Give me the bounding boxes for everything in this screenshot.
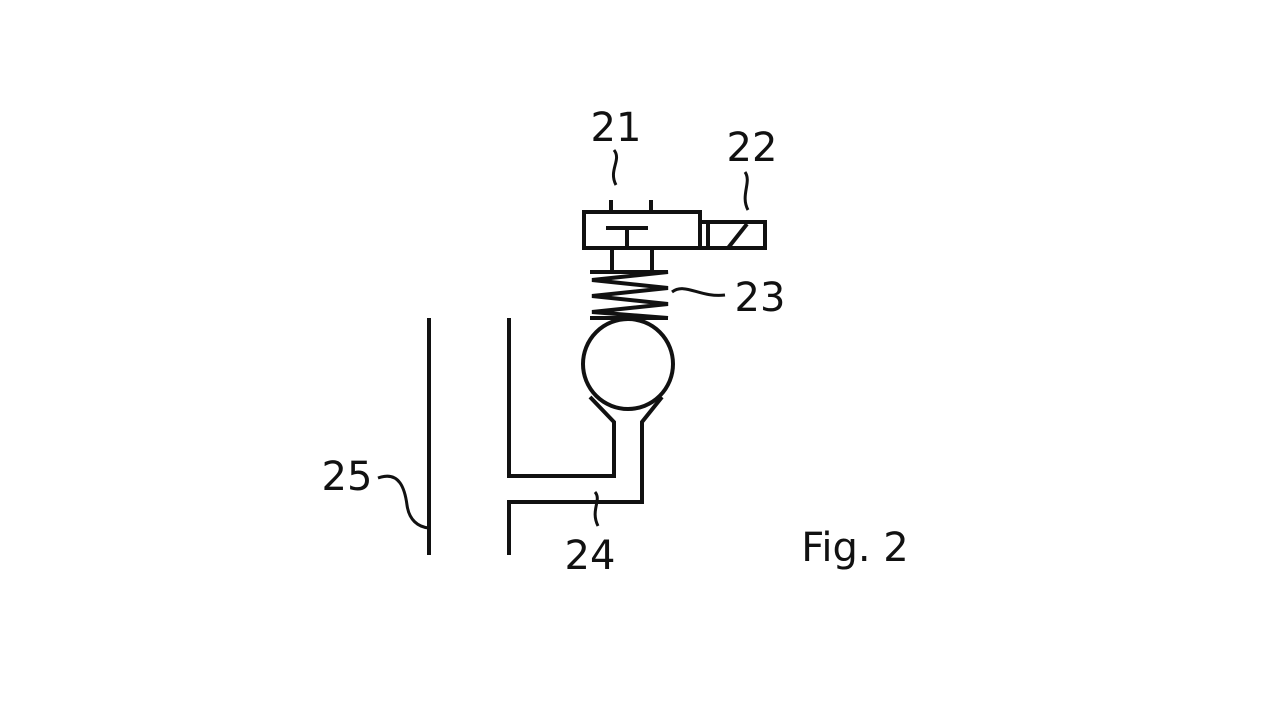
label-25: 25 — [322, 454, 373, 500]
label-22: 22 — [727, 125, 778, 171]
valve-ball — [581, 317, 675, 411]
leader-23 — [671, 287, 726, 297]
leader-22 — [743, 171, 750, 211]
leader-24 — [593, 491, 600, 527]
pipe-upper-wall — [507, 318, 616, 478]
label-23: 23 — [735, 275, 786, 321]
leader-21 — [611, 149, 619, 186]
label-24: 24 — [565, 533, 616, 579]
spring — [590, 270, 669, 320]
actuator-diagonal — [726, 222, 749, 250]
leader-25 — [377, 474, 430, 530]
label-21: 21 — [591, 105, 642, 151]
pipe-lower-wall — [507, 395, 664, 555]
actuator-body — [698, 220, 767, 250]
figure-caption: Fig. 2 — [801, 525, 908, 571]
